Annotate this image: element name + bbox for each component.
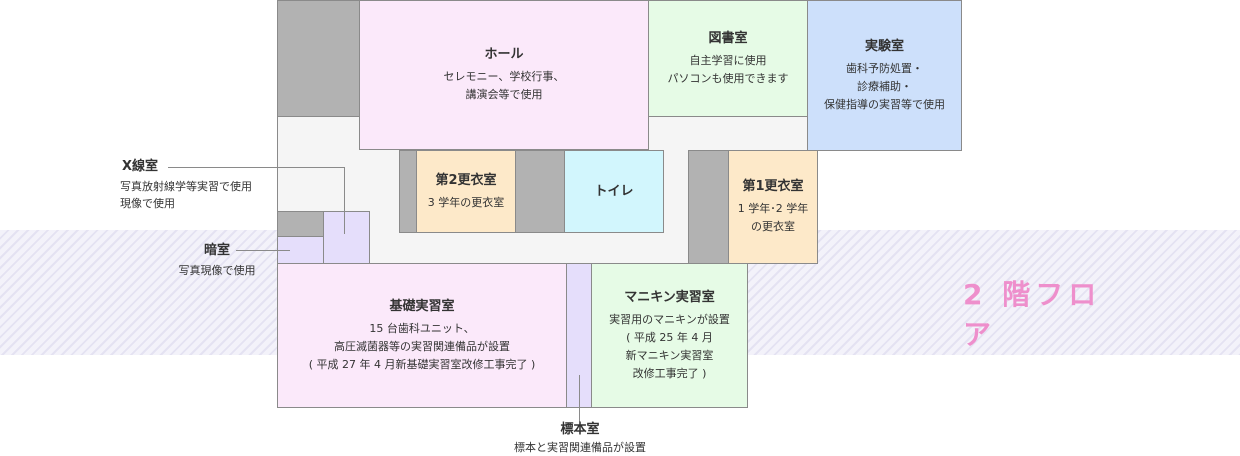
label-darkroom-desc: 写真現像で使用	[178, 264, 256, 277]
room-library-desc: 自主学習に使用 パソコンも使用できます	[667, 53, 789, 85]
room-lab-name: 実験室	[864, 38, 904, 54]
label-specimen: 標本室 標本と実習関連備品が設置	[490, 421, 670, 456]
xray-leader-v	[344, 167, 345, 234]
room-library-name: 図書室	[708, 30, 748, 46]
room-mannequin-name: マニキン実習室	[624, 289, 715, 305]
label-darkroom-name: 暗室	[203, 243, 230, 258]
room-locker1-desc: 1 学年･2 学年 の更衣室	[737, 202, 809, 233]
room-locker2-desc: 3 学年の更衣室	[427, 195, 505, 209]
room-hall[interactable]: ホール セレモニー、学校行事、 講演会等で使用	[359, 0, 649, 150]
wall-block-right	[688, 150, 729, 264]
room-darkroom[interactable]	[277, 236, 324, 264]
room-mannequin[interactable]: マニキン実習室 実習用のマニキンが設置 ( 平成 25 年 4 月 新マニキン実…	[591, 263, 748, 408]
wall-block-xray	[277, 211, 324, 237]
wall-block-center	[515, 150, 565, 233]
room-locker1-name: 第1更衣室	[742, 179, 804, 194]
room-basic[interactable]: 基礎実習室 15 台歯科ユニット、 高圧滅菌器等の実習関連備品が設置 ( 平成 …	[277, 263, 567, 408]
room-library[interactable]: 図書室 自主学習に使用 パソコンも使用できます	[648, 0, 808, 117]
specimen-leader	[579, 375, 580, 422]
label-xray-desc: 写真放射線学等実習で使用 現像で使用	[120, 180, 252, 210]
label-specimen-desc: 標本と実習関連備品が設置	[514, 441, 646, 454]
xray-leader-h	[168, 167, 345, 168]
label-xray-name: X線室	[122, 159, 159, 174]
room-hall-name: ホール	[484, 47, 524, 62]
room-xray[interactable]	[323, 211, 370, 264]
room-lab[interactable]: 実験室 歯科予防処置・ 診療補助・ 保健指導の実習等で使用	[807, 0, 962, 151]
stairwell-top-left	[277, 0, 360, 117]
label-xray: X線室 写真放射線学等実習で使用 現像で使用	[120, 158, 280, 212]
room-hall-desc: セレモニー、学校行事、 講演会等で使用	[443, 70, 565, 101]
floor-label: 2 階フロア	[963, 278, 1102, 351]
room-basic-desc: 15 台歯科ユニット、 高圧滅菌器等の実習関連備品が設置 ( 平成 27 年 4…	[308, 321, 536, 371]
darkroom-leader	[236, 250, 290, 251]
label-darkroom: 暗室 写真現像で使用	[162, 242, 272, 279]
room-mannequin-desc: 実習用のマニキンが設置 ( 平成 25 年 4 月 新マニキン実習室 改修工事完…	[609, 312, 730, 380]
room-basic-name: 基礎実習室	[389, 298, 455, 314]
room-lab-desc: 歯科予防処置・ 診療補助・ 保健指導の実習等で使用	[824, 61, 945, 111]
room-locker2[interactable]: 第2更衣室 3 学年の更衣室	[416, 150, 516, 233]
room-toilet-name: トイレ	[594, 183, 634, 199]
room-locker2-name: 第2更衣室	[435, 172, 497, 188]
room-locker1[interactable]: 第1更衣室 1 学年･2 学年 の更衣室	[728, 150, 818, 264]
room-toilet[interactable]: トイレ	[564, 150, 664, 233]
label-specimen-name: 標本室	[560, 422, 600, 437]
wall-block-left	[399, 150, 417, 233]
